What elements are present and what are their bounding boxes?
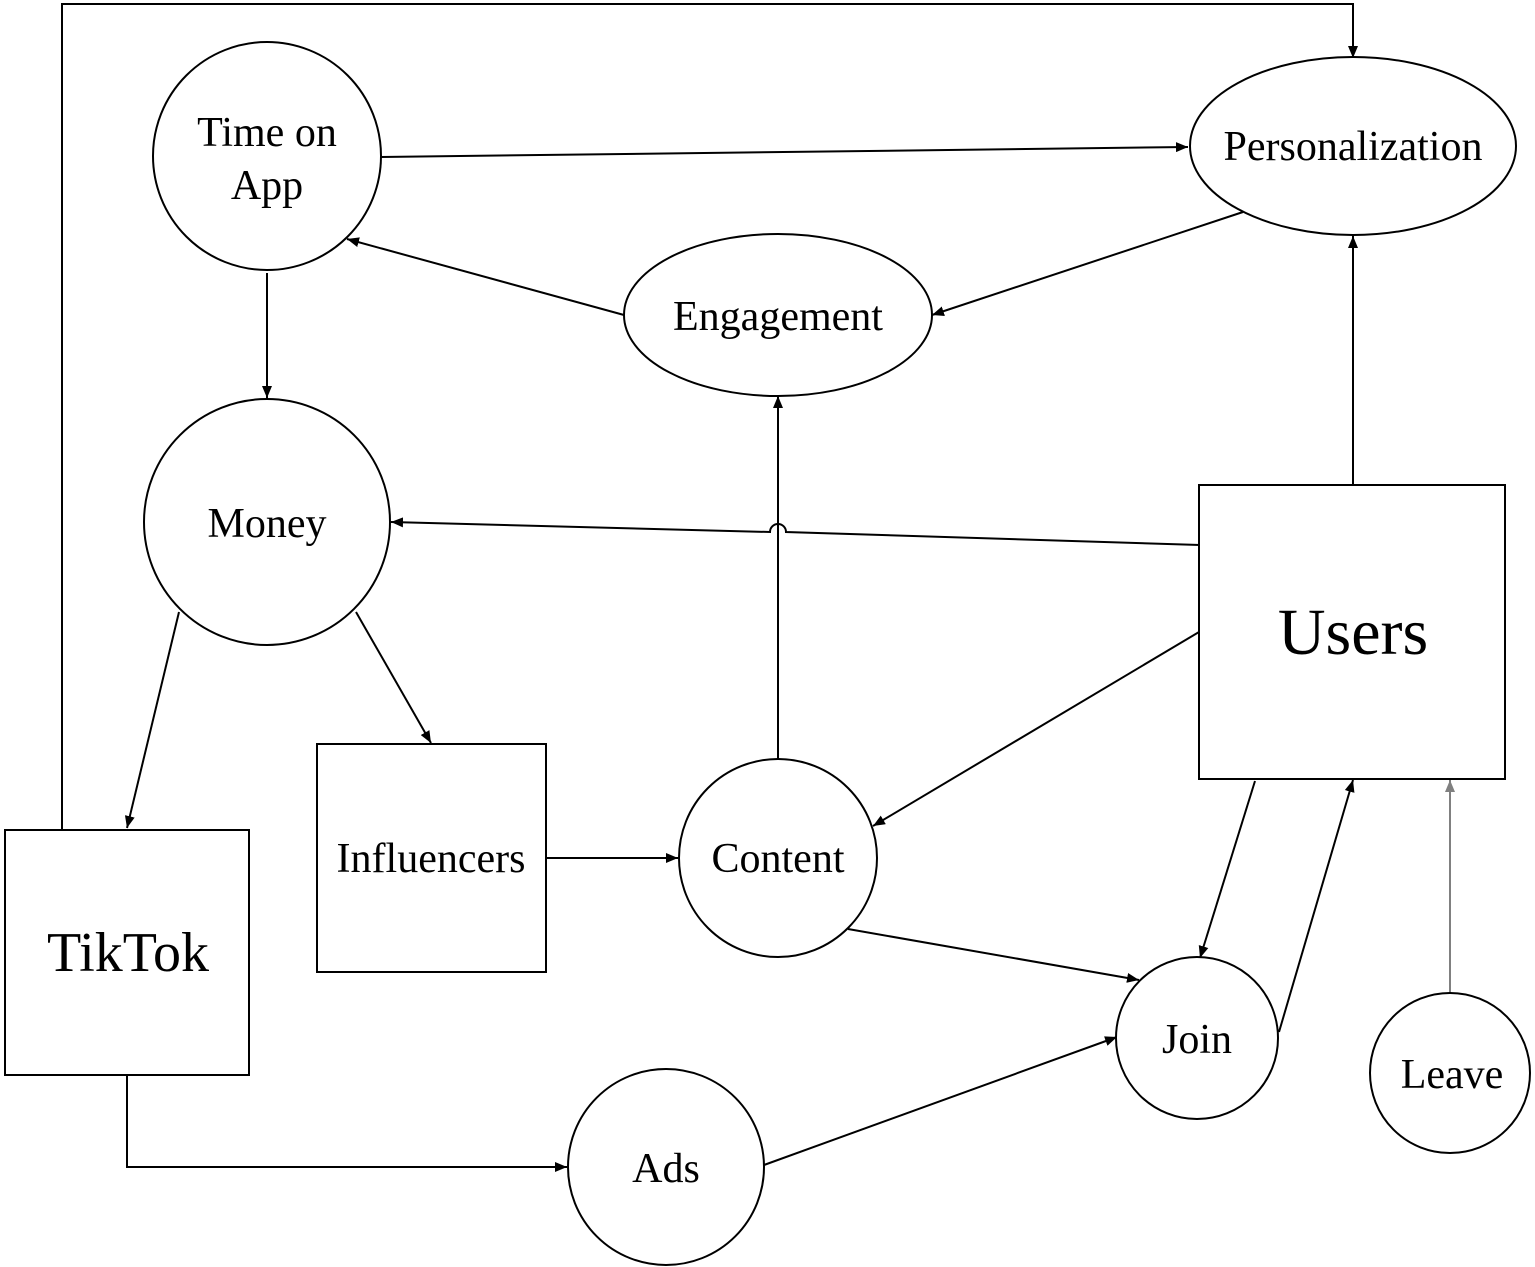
edges	[61, 3, 1455, 1172]
edge-tiktok-to-ads	[126, 1076, 567, 1172]
influencers-label: Influencers	[337, 836, 526, 882]
content-circle	[678, 758, 878, 958]
node-content: Content	[678, 758, 878, 958]
edge-content-to-join	[847, 928, 1140, 983]
join-circle	[1115, 956, 1279, 1120]
node-influencers: Influencers	[316, 743, 547, 973]
influencers-box	[316, 743, 547, 973]
edge-join-to-users	[1278, 779, 1355, 1033]
personalization-ellipse	[1189, 56, 1517, 236]
users-label: Users	[1278, 596, 1428, 669]
edge-money-to-influencers	[355, 611, 432, 744]
users-box	[1198, 484, 1506, 780]
personalization-label: Personalization	[1224, 124, 1483, 170]
edge-time-on-app-to-personalization	[380, 142, 1189, 158]
node-time-on-app: Time on App	[152, 41, 382, 271]
money-circle	[143, 398, 391, 646]
node-ads: Ads	[567, 1068, 765, 1266]
tiktok-label: TikTok	[47, 922, 209, 984]
money-label: Money	[208, 501, 327, 547]
ads-label: Ads	[632, 1146, 700, 1192]
join-label: Join	[1162, 1017, 1232, 1063]
edge-users-to-money	[390, 517, 1201, 546]
leave-circle	[1369, 992, 1531, 1154]
engagement-label: Engagement	[673, 294, 883, 340]
edge-money-to-tiktok	[124, 611, 180, 829]
edge-users-to-content	[872, 631, 1200, 827]
content-label: Content	[712, 836, 845, 882]
edge-users-to-join	[1198, 780, 1256, 959]
node-personalization: Personalization	[1189, 56, 1517, 236]
node-money: Money	[143, 398, 391, 646]
edge-ads-to-join	[763, 1036, 1118, 1166]
time-on-app-label-line1: Time on	[197, 110, 337, 156]
edge-personalization-to-engagement	[931, 211, 1244, 316]
node-engagement: Engagement	[623, 233, 933, 397]
time-on-app-label-line2: App	[231, 163, 303, 209]
edge-tiktok-to-personalization	[61, 3, 1358, 830]
tiktok-box	[4, 829, 250, 1076]
node-users: Users	[1198, 484, 1506, 780]
node-join: Join	[1115, 956, 1279, 1120]
node-tiktok: TikTok	[4, 829, 250, 1076]
ads-circle	[567, 1068, 765, 1266]
engagement-ellipse	[623, 233, 933, 397]
edge-engagement-to-time-on-app	[346, 237, 625, 316]
node-leave: Leave	[1369, 992, 1531, 1154]
time-on-app-circle	[152, 41, 382, 271]
leave-label: Leave	[1401, 1052, 1504, 1098]
